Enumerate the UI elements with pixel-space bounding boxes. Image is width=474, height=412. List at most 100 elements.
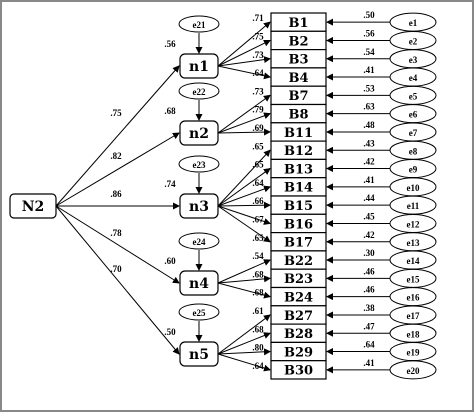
- item-path-label: .69: [252, 123, 264, 133]
- factor-r2-label: .68: [164, 106, 176, 116]
- item-path-arrow: [217, 65, 271, 80]
- error-label: e11: [407, 201, 420, 211]
- error-label: e18: [407, 329, 420, 339]
- error-label: e15: [407, 274, 420, 284]
- disturbance-label: e23: [193, 160, 206, 170]
- loading-label: .78: [110, 228, 122, 238]
- item-path-arrow: [217, 112, 271, 134]
- item-path-label: .80: [252, 343, 264, 353]
- item-r2-label: .46: [363, 266, 375, 276]
- item-r2-label: .63: [363, 102, 375, 112]
- loading-label: .70: [110, 264, 122, 274]
- item-path-label: .75: [252, 31, 264, 41]
- loading-label: .82: [110, 151, 122, 161]
- item-label: B28: [284, 327, 313, 342]
- error-label: e1: [409, 18, 418, 28]
- item-path-label: .67: [252, 214, 264, 224]
- error-label: e16: [407, 293, 420, 303]
- loading-arrow: [55, 205, 180, 284]
- loading-arrow: [55, 205, 180, 355]
- item-r2-label: .48: [363, 120, 375, 130]
- item-path-label: .54: [252, 251, 264, 261]
- item-path-arrow: [217, 185, 271, 207]
- factor-node-label: n4: [189, 276, 209, 292]
- item-r2-label: .30: [363, 248, 375, 258]
- error-label: e9: [409, 165, 418, 175]
- item-r2-label: .56: [363, 28, 375, 38]
- factor-node-label: n2: [189, 126, 209, 142]
- item-label: B22: [284, 254, 313, 269]
- error-label: e7: [409, 128, 418, 138]
- disturbance-label: e22: [193, 87, 206, 97]
- item-r2-label: .41: [363, 65, 375, 75]
- factor-node-n2: [179, 120, 219, 146]
- item-label: B1: [288, 16, 308, 31]
- item-r2-label: .54: [363, 47, 375, 57]
- factor-node-n5: [179, 341, 219, 367]
- factor-node-label: n5: [189, 347, 209, 363]
- item-path-arrow: [217, 205, 271, 243]
- factor-node-n3: [179, 193, 219, 219]
- disturbance-n5: [178, 303, 220, 321]
- root-node-n2: [9, 193, 57, 219]
- error-label: e10: [407, 183, 420, 193]
- error-label: e5: [409, 91, 418, 101]
- item-path-label: .65: [252, 233, 264, 243]
- item-path-label: .66: [252, 196, 264, 206]
- item-path-arrow: [217, 353, 271, 372]
- item-path-label: .79: [252, 105, 264, 115]
- item-path-arrow: [217, 56, 271, 67]
- item-path-arrow: [217, 282, 271, 299]
- loading-label: .75: [110, 108, 122, 118]
- item-label: B24: [284, 291, 313, 306]
- disturbance-label: e24: [193, 237, 206, 247]
- error-label: e19: [407, 348, 420, 358]
- item-label: B14: [284, 181, 313, 196]
- item-path-arrow: [217, 259, 271, 284]
- disturbance-n1: [178, 15, 220, 33]
- item-r2-label: .64: [363, 340, 375, 350]
- item-r2-label: .50: [363, 10, 375, 20]
- item-label: B12: [284, 144, 313, 159]
- item-label: B4: [288, 71, 308, 86]
- factor-node-n1: [179, 53, 219, 79]
- error-label: e2: [409, 36, 418, 46]
- item-path-label: .65: [252, 160, 264, 170]
- item-box: [270, 360, 327, 380]
- error-label: e14: [407, 256, 420, 266]
- loading-arrow: [55, 132, 180, 207]
- item-path-label: .68: [252, 288, 264, 298]
- item-path-arrow: [217, 332, 271, 355]
- item-r2-label: .42: [363, 157, 375, 167]
- item-path-label: .64: [252, 361, 264, 371]
- item-path-arrow: [217, 348, 271, 356]
- item-path-label: .71: [252, 13, 264, 23]
- error-label: e12: [407, 219, 420, 229]
- item-r2-label: .38: [363, 303, 375, 313]
- error-label: e8: [409, 146, 418, 156]
- error-ellipse: [389, 360, 437, 380]
- item-r2-label: .47: [363, 321, 375, 331]
- item-label: B29: [284, 345, 313, 360]
- item-path-arrow: [217, 39, 271, 67]
- item-path-arrow: [217, 314, 271, 355]
- factor-r2-label: .50: [164, 327, 176, 337]
- error-label: e3: [409, 55, 418, 65]
- item-label: B11: [284, 126, 313, 141]
- factor-r2-label: .74: [164, 179, 176, 189]
- item-path-arrow: [217, 128, 271, 136]
- item-path-label: .68: [252, 269, 264, 279]
- item-label: B7: [288, 89, 308, 104]
- item-r2-label: .45: [363, 211, 375, 221]
- item-path-arrow: [217, 275, 271, 284]
- error-label: e20: [407, 366, 420, 376]
- item-label: B30: [284, 364, 313, 379]
- root-node-label: N2: [22, 199, 45, 215]
- item-path-arrow: [217, 201, 271, 209]
- item-path-label: .64: [252, 178, 264, 188]
- item-label: B27: [284, 309, 313, 324]
- factor-node-n4: [179, 270, 219, 296]
- item-path-arrow: [217, 167, 271, 207]
